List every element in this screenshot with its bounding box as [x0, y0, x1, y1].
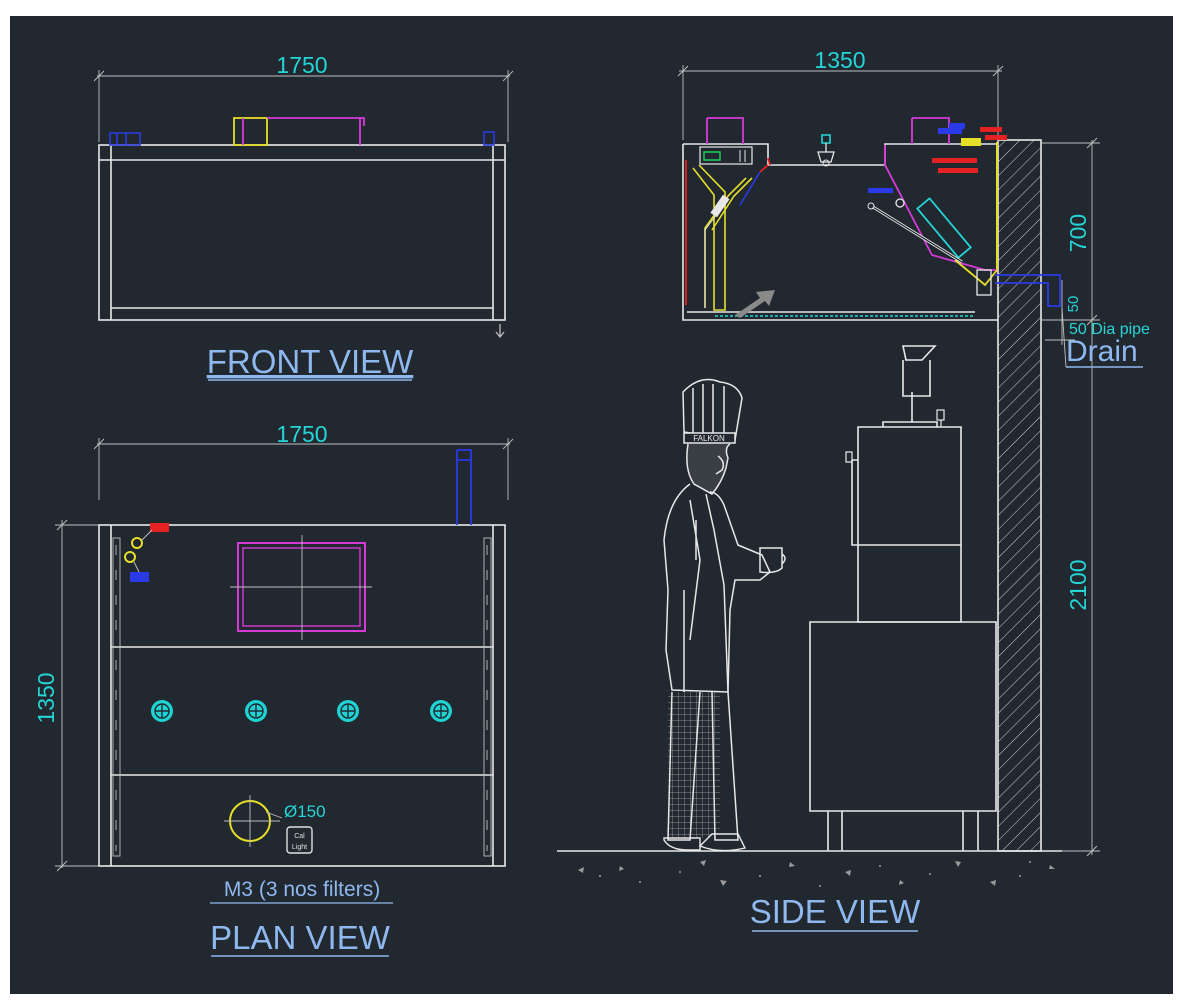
chef-shoes — [663, 833, 747, 852]
front-duct-collar — [233, 117, 268, 146]
side-depth-label: 1350 — [814, 47, 865, 73]
plan-light-text-1: Cal — [294, 833, 305, 840]
side-wall — [997, 139, 1042, 852]
plan-pipe-inlet — [456, 449, 472, 525]
plan-side-rails — [112, 537, 492, 857]
plan-hood-outline — [98, 524, 506, 867]
side-height-dimensions — [1041, 137, 1100, 857]
front-hood-outline — [98, 144, 506, 321]
plan-view: 1750 1350 — [33, 421, 514, 872]
side-valve — [817, 134, 835, 167]
side-cooking-equipment — [809, 345, 997, 851]
plan-depth-dimension — [55, 519, 100, 872]
plan-light-fixture — [286, 826, 313, 854]
front-fitting-right — [483, 131, 495, 146]
chef-hat-text: FALKON — [693, 434, 725, 443]
side-drain-label: Drain — [1066, 335, 1138, 368]
plan-view-title: PLAN VIEW — [210, 919, 391, 956]
front-width-label: 1750 — [276, 52, 327, 78]
side-depth-dimension — [677, 65, 1004, 140]
side-mount-height-label: 2100 — [1065, 559, 1091, 610]
chef-trousers-pattern — [668, 692, 720, 838]
side-floor-texture — [578, 860, 1055, 887]
plan-filter-note: M3 (3 nos filters) — [224, 878, 380, 901]
side-chef-figure: FALKON — [663, 378, 786, 841]
drawing-background — [10, 16, 1173, 994]
plan-width-label: 1750 — [276, 421, 327, 447]
side-drain-gap-label: 50 — [1065, 296, 1082, 313]
plan-fittings — [124, 523, 169, 582]
plan-duct-diameter: Ø150 — [284, 802, 326, 821]
front-view: 1750 — [93, 52, 514, 339]
side-hood-section — [682, 117, 1061, 321]
front-fitting-left — [109, 132, 141, 146]
plan-width-dimension — [93, 438, 514, 500]
side-pipe-note: 50 Dia pipe — [1069, 321, 1150, 338]
front-width-dimension — [93, 70, 514, 142]
side-drain-pipe — [995, 274, 1061, 307]
plan-nozzles — [151, 700, 452, 722]
side-view: 1350 700 50 2100 50 Dia pipe Drain — [557, 47, 1150, 887]
side-hood-height-label: 700 — [1065, 214, 1091, 252]
front-view-title: FRONT VIEW — [207, 343, 414, 380]
side-view-title: SIDE VIEW — [750, 893, 921, 930]
plan-light-text-2: Light — [292, 844, 307, 851]
plan-depth-label: 1350 — [33, 672, 59, 723]
